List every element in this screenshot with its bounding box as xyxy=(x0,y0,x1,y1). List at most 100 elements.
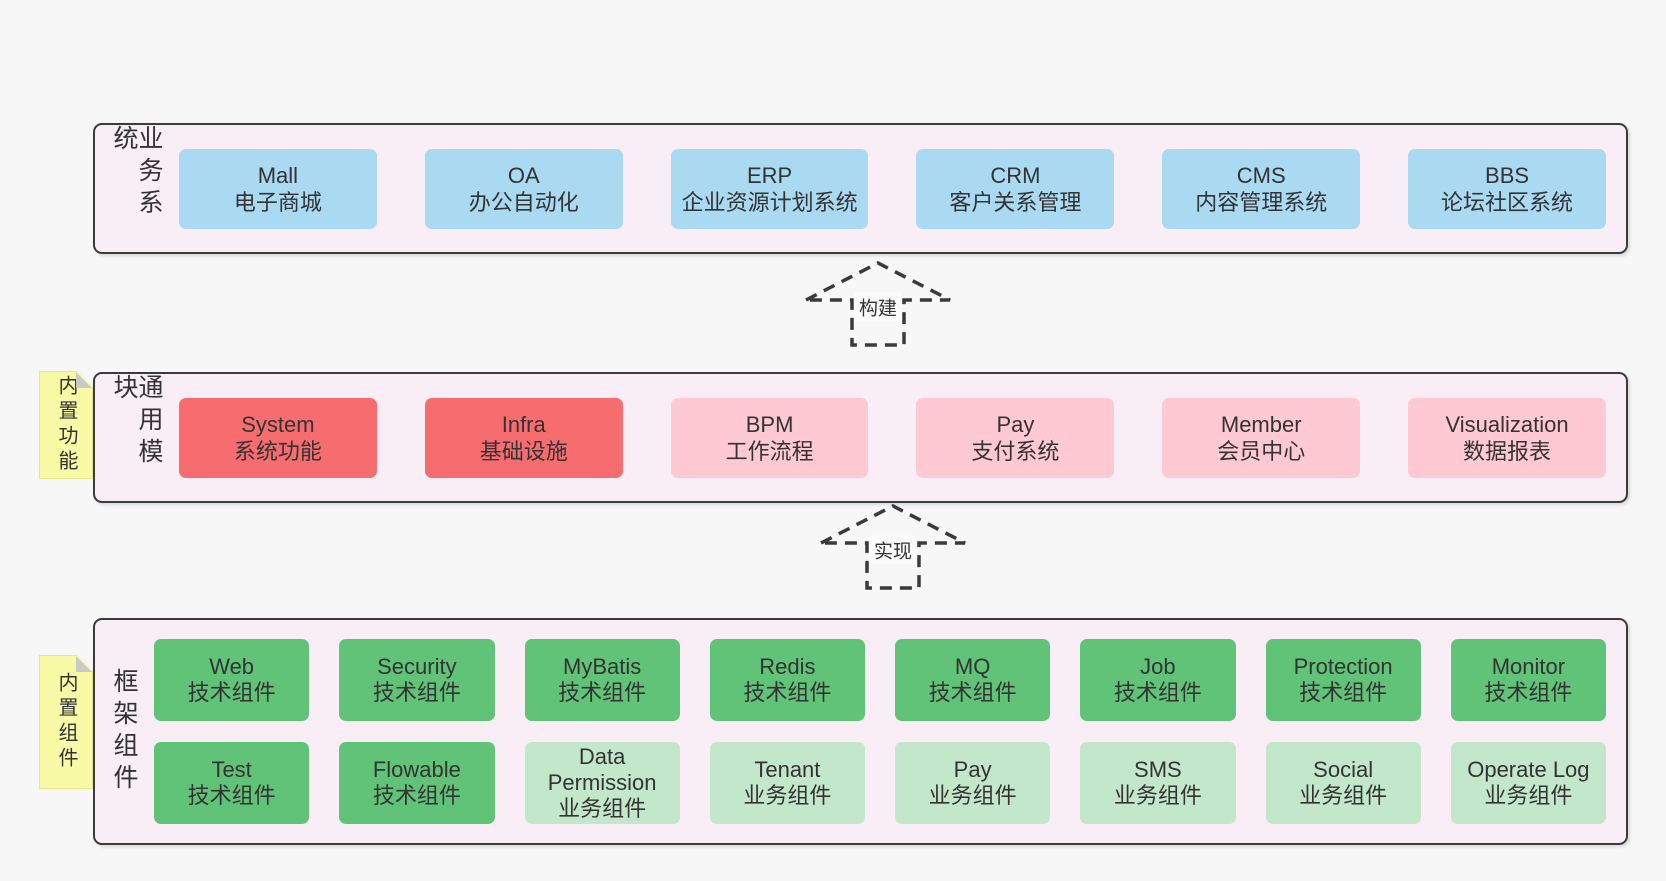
box-monitor: Monitor 技术组件 xyxy=(1450,639,1606,721)
box-subtitle: 电子商城 xyxy=(233,189,322,215)
business-boxes-area: Mall 电子商城 OA 办公自动化 ERP 企业资源计划系统 CRM 客户关系… xyxy=(161,148,1626,229)
box-erp: ERP 企业资源计划系统 xyxy=(670,148,869,229)
box-name: OA xyxy=(507,162,540,188)
box-name: Mall xyxy=(257,162,299,188)
box-oa: OA 办公自动化 xyxy=(424,148,623,229)
box-name: Pay xyxy=(996,411,1035,437)
box-job: Job 技术组件 xyxy=(1080,639,1236,721)
layer-common-modules: 通用模块 System 系统功能 Infra 基础设施 BPM 工作流程 Pay… xyxy=(93,372,1628,503)
box-protection: Protection 技术组件 xyxy=(1265,639,1421,721)
box-name: Data Permission xyxy=(547,744,657,795)
box-subtitle: 业务组件 xyxy=(928,783,1017,808)
box-name: Pay xyxy=(953,757,992,782)
dashed-up-arrow-icon xyxy=(805,261,951,347)
module-box-row: System 系统功能 Infra 基础设施 BPM 工作流程 Pay 支付系统… xyxy=(179,397,1606,478)
dashed-up-arrow-icon xyxy=(820,504,966,590)
note-fold-corner-icon xyxy=(76,372,92,388)
box-subtitle: 技术组件 xyxy=(743,680,832,705)
box-subtitle: 数据报表 xyxy=(1463,438,1552,464)
box-name: Protection xyxy=(1293,654,1393,679)
note-text: 内置功能 xyxy=(55,375,77,475)
box-subtitle: 会员中心 xyxy=(1217,438,1306,464)
box-subtitle: 内容管理系统 xyxy=(1195,189,1328,215)
box-pay-module: Pay 支付系统 xyxy=(916,397,1115,478)
box-name: Job xyxy=(1140,654,1176,679)
box-subtitle: 论坛社区系统 xyxy=(1441,189,1574,215)
box-sms: SMS 业务组件 xyxy=(1080,742,1236,824)
box-subtitle: 技术组件 xyxy=(372,680,461,705)
box-name: Web xyxy=(209,654,255,679)
box-subtitle: 业务组件 xyxy=(1113,783,1202,808)
box-name: CRM xyxy=(990,162,1041,188)
box-subtitle: 技术组件 xyxy=(928,680,1017,705)
box-name: Social xyxy=(1313,757,1374,782)
box-name: Test xyxy=(211,757,252,782)
box-subtitle: 支付系统 xyxy=(971,438,1060,464)
box-name: CMS xyxy=(1236,162,1286,188)
box-data-permission: Data Permission 业务组件 xyxy=(524,742,680,824)
box-subtitle: 业务组件 xyxy=(558,796,647,821)
box-visualization: Visualization 数据报表 xyxy=(1408,397,1606,478)
box-name: MyBatis xyxy=(563,654,642,679)
box-social: Social 业务组件 xyxy=(1265,742,1421,824)
box-bbs: BBS 论坛社区系统 xyxy=(1408,148,1606,229)
box-test: Test 技术组件 xyxy=(154,742,310,824)
box-crm: CRM 客户关系管理 xyxy=(916,148,1115,229)
module-boxes-area: System 系统功能 Infra 基础设施 BPM 工作流程 Pay 支付系统… xyxy=(161,397,1626,478)
box-subtitle: 基础设施 xyxy=(479,438,568,464)
box-name: BBS xyxy=(1485,162,1530,188)
box-subtitle: 技术组件 xyxy=(1299,680,1388,705)
box-subtitle: 业务组件 xyxy=(1299,783,1388,808)
business-box-row: Mall 电子商城 OA 办公自动化 ERP 企业资源计划系统 CRM 客户关系… xyxy=(179,148,1606,229)
note-fold-corner-icon xyxy=(76,656,92,672)
box-security: Security 技术组件 xyxy=(339,639,495,721)
box-subtitle: 技术组件 xyxy=(187,680,276,705)
box-mq: MQ 技术组件 xyxy=(895,639,1051,721)
box-name: Security xyxy=(377,654,457,679)
box-name: Flowable xyxy=(372,757,461,782)
box-infra: Infra 基础设施 xyxy=(424,397,623,478)
box-mall: Mall 电子商城 xyxy=(179,148,377,229)
box-subtitle: 技术组件 xyxy=(1484,680,1573,705)
box-redis: Redis 技术组件 xyxy=(709,639,865,721)
box-subtitle: 技术组件 xyxy=(558,680,647,705)
arrow-build: 构建 xyxy=(803,260,953,348)
box-name: Monitor xyxy=(1491,654,1566,679)
box-name: Member xyxy=(1220,411,1302,437)
arrow-implement: 实现 xyxy=(818,503,968,591)
box-name: Redis xyxy=(759,654,816,679)
box-pay-component: Pay 业务组件 xyxy=(895,742,1051,824)
arrow-build-label: 构建 xyxy=(853,292,903,322)
box-subtitle: 客户关系管理 xyxy=(949,189,1082,215)
layer-label-business-systems: 业务系统 xyxy=(110,125,163,221)
layer-label-common-modules: 通用模块 xyxy=(110,374,163,470)
box-name: ERP xyxy=(746,162,793,188)
box-name: Infra xyxy=(501,411,546,437)
box-bpm: BPM 工作流程 xyxy=(670,397,869,478)
box-mybatis: MyBatis 技术组件 xyxy=(524,639,680,721)
box-system: System 系统功能 xyxy=(179,397,377,478)
box-name: Tenant xyxy=(754,757,821,782)
box-member: Member 会员中心 xyxy=(1162,397,1361,478)
layer-label-framework-components: 框架组件 xyxy=(110,667,138,796)
box-tenant: Tenant 业务组件 xyxy=(709,742,865,824)
component-boxes-area: Web 技术组件 Security 技术组件 MyBatis 技术组件 Redi… xyxy=(136,639,1626,824)
box-name: Visualization xyxy=(1445,411,1569,437)
component-box-row-2: Test 技术组件 Flowable 技术组件 Data Permission … xyxy=(154,742,1606,824)
box-subtitle: 业务组件 xyxy=(743,783,832,808)
box-cms: CMS 内容管理系统 xyxy=(1162,148,1361,229)
box-flowable: Flowable 技术组件 xyxy=(339,742,495,824)
box-subtitle: 业务组件 xyxy=(1484,783,1573,808)
box-subtitle: 企业资源计划系统 xyxy=(681,189,858,215)
box-name: SMS xyxy=(1134,757,1182,782)
sticky-note-built-in-components: 内置组件 xyxy=(39,655,93,789)
sticky-note-built-in-features: 内置功能 xyxy=(39,371,93,479)
note-text: 内置组件 xyxy=(55,672,77,772)
box-operate-log: Operate Log 业务组件 xyxy=(1450,742,1606,824)
box-web: Web 技术组件 xyxy=(154,639,310,721)
box-subtitle: 系统功能 xyxy=(233,438,322,464)
arrow-implement-label: 实现 xyxy=(868,535,918,565)
box-name: MQ xyxy=(954,654,991,679)
layer-framework-components: 框架组件 Web 技术组件 Security 技术组件 MyBatis 技术组件… xyxy=(93,618,1628,845)
